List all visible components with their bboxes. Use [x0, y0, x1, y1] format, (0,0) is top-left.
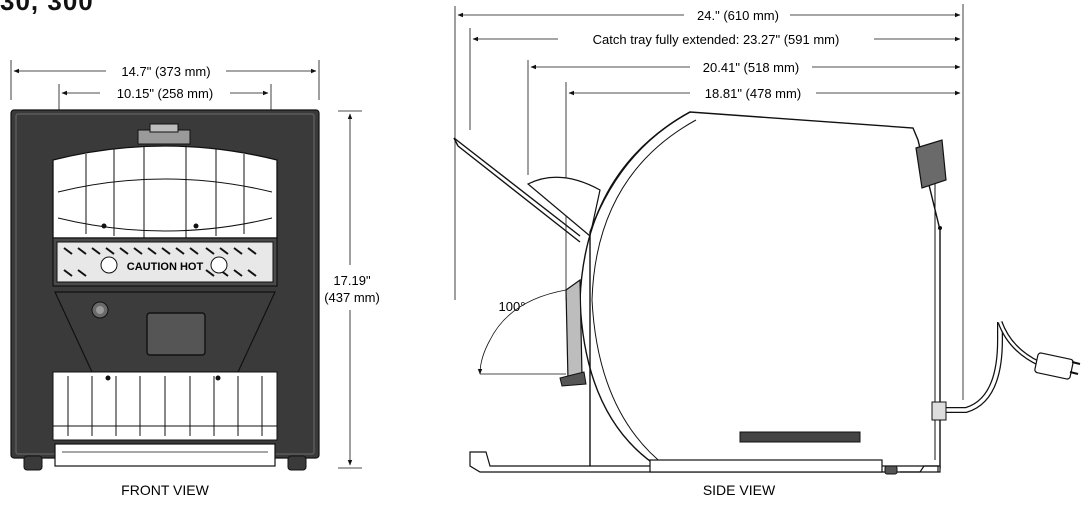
front-foot-left [23, 455, 43, 471]
side-rear-vent [915, 139, 947, 189]
side-extended-tray [453, 137, 601, 243]
front-foot-right [287, 455, 307, 471]
side-bottom-grille [739, 431, 861, 443]
door-angle-label: 100° [499, 299, 526, 314]
power-plug-icon [1034, 352, 1074, 380]
side-view: 24." (610 mm) Catch tray fully extended:… [453, 4, 1081, 498]
front-height-label-line2: (437 mm) [324, 290, 380, 305]
side-dim-tray-extended: Catch tray fully extended: 23.27" (591 m… [472, 32, 961, 47]
side-dim-depth-3: 18.81" (478 mm) [568, 86, 961, 101]
front-caution-band: CAUTION HOT [52, 237, 278, 287]
front-view-caption: FRONT VIEW [121, 482, 209, 498]
side-depth-2-label: 20.41" (518 mm) [703, 60, 799, 75]
side-power-cord [931, 321, 1081, 421]
side-depth-3-label: 18.81" (478 mm) [705, 86, 801, 101]
caution-hot-label: CAUTION HOT [127, 261, 204, 273]
front-dim-height: 17.19" (437 mm) [324, 110, 380, 469]
side-overall-depth-label: 24." (610 mm) [697, 8, 779, 23]
front-dim-overall-width: 14.7" (373 mm) [10, 60, 320, 100]
front-lower-basket [52, 371, 278, 441]
side-tray-extended-label: Catch tray fully extended: 23.27" (591 m… [593, 32, 840, 47]
front-control-panel [54, 291, 276, 373]
side-door-angle: 100° [477, 289, 567, 375]
side-base [469, 431, 941, 475]
front-upper-basket [52, 145, 278, 239]
side-body [559, 111, 947, 469]
side-dim-depth-2: 20.41" (518 mm) [530, 60, 961, 75]
page-heading-partial: 30, 300 [0, 0, 94, 16]
side-dim-overall-depth: 24." (610 mm) [457, 8, 961, 23]
front-view: 14.7" (373 mm) 10.15" (258 mm) 17.19" (4… [10, 60, 380, 498]
front-catch-tray [54, 443, 276, 467]
front-basket-width-label: 10.15" (258 mm) [117, 86, 213, 101]
touch-display [146, 312, 206, 356]
side-view-caption: SIDE VIEW [703, 482, 776, 498]
side-front-door [565, 278, 583, 381]
front-height-label-line1: 17.19" [333, 273, 371, 288]
front-overall-width-label: 14.7" (373 mm) [121, 64, 210, 79]
